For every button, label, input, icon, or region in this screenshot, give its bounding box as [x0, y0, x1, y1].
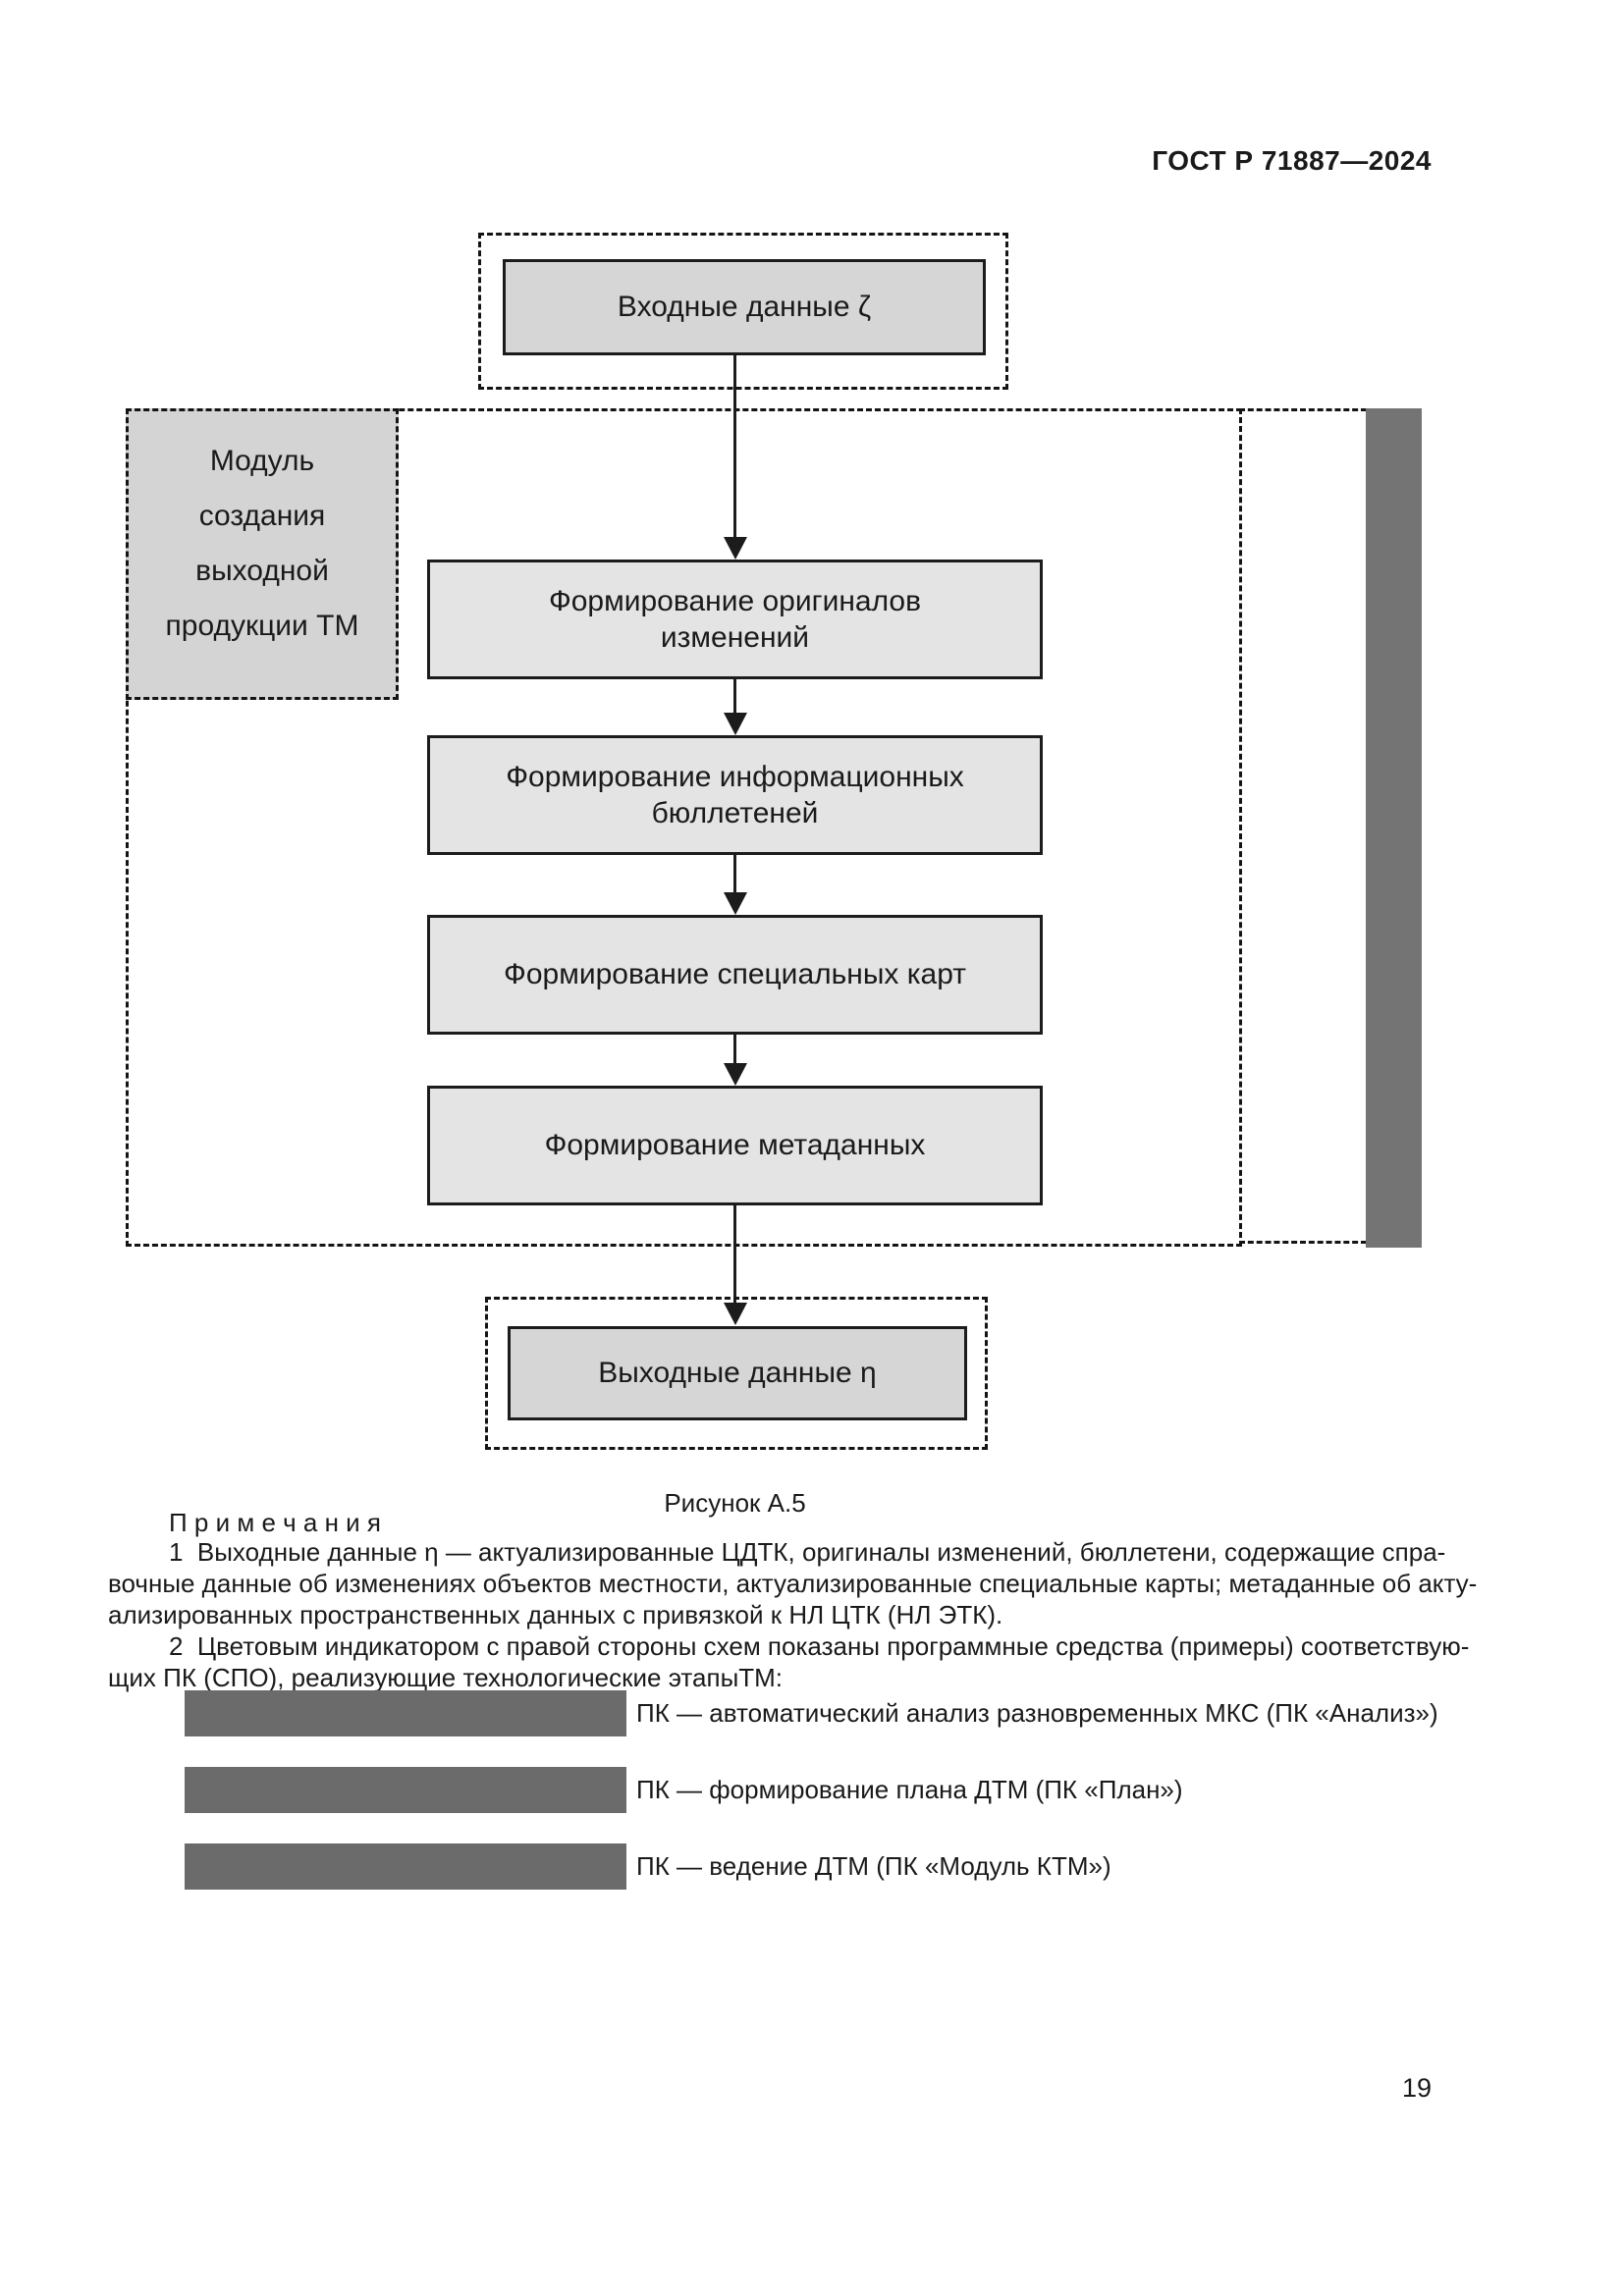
standard-header: ГОСТ Р 71887—2024 — [1152, 145, 1432, 176]
input-data-dashed-frame: Входные данные ζ — [478, 233, 1008, 390]
flow-arrowhead-icon — [724, 892, 747, 915]
boundary-extension-top-line — [1239, 408, 1367, 411]
output-data-label: Выходные данные η — [598, 1357, 877, 1389]
flow-arrowhead-icon — [724, 1303, 747, 1325]
legend-item: ПК — автоматический анализ разновременны… — [185, 1690, 1438, 1736]
note-line: ализированных пространственных данных с … — [108, 1600, 1003, 1629]
boundary-extension-bottom-line — [1239, 1241, 1367, 1244]
legend-color-bar — [185, 1690, 626, 1736]
module-label-line: продукции ТМ — [165, 609, 359, 642]
note-line: 1 Выходные данные η — актуализированные … — [169, 1537, 1446, 1567]
page-number: 19 — [1401, 2073, 1432, 2103]
module-label-line: Модуль — [209, 444, 315, 477]
output-data-dashed-frame: Выходные данные η — [485, 1297, 988, 1450]
process-box-originals: Формирование оригиналов изменений — [427, 560, 1043, 679]
output-data-box: Выходные данные η — [508, 1326, 967, 1420]
flow-arrowhead-icon — [724, 537, 747, 560]
note-line: щих ПК (СПО), реализующие технологически… — [108, 1663, 784, 1692]
legend-item: ПК — ведение ДТМ (ПК «Модуль КТМ») — [185, 1843, 1111, 1890]
legend-color-bar — [185, 1767, 626, 1813]
notes-heading: П р и м е ч а н и я — [169, 1508, 381, 1537]
input-data-box: Входные данные ζ — [503, 259, 986, 355]
module-boundary-dashed-frame — [126, 408, 1242, 1247]
flow-arrow-line — [733, 1205, 736, 1304]
flow-arrowhead-icon — [724, 1063, 747, 1086]
process-box-metadata: Формирование метаданных — [427, 1086, 1043, 1205]
figure-caption: Рисунок А.5 — [664, 1488, 806, 1518]
module-label-line: создания — [198, 499, 326, 532]
note-line: вочные данные об изменениях объектов мес… — [108, 1569, 1478, 1598]
legend-color-bar — [185, 1843, 626, 1890]
process-box-bulletins: Формирование информационных бюллетеней — [427, 735, 1043, 855]
flow-arrow-line — [733, 355, 736, 539]
module-label-line: выходной — [195, 554, 329, 587]
legend-label: ПК — автоматический анализ разновременны… — [636, 1698, 1438, 1728]
legend-label: ПК — формирование плана ДТМ (ПК «План») — [636, 1775, 1183, 1804]
legend-label: ПК — ведение ДТМ (ПК «Модуль КТМ») — [636, 1851, 1111, 1881]
input-data-label: Входные данные ζ — [617, 291, 872, 323]
flow-arrow-line — [733, 855, 736, 893]
flow-arrowhead-icon — [724, 713, 747, 735]
flow-arrow-line — [733, 679, 736, 715]
note-line: 2 Цветовым индикатором с правой стороны … — [169, 1631, 1470, 1661]
legend-item: ПК — формирование плана ДТМ (ПК «План») — [185, 1767, 1183, 1813]
process-box-special-maps: Формирование специальных карт — [427, 915, 1043, 1035]
flow-arrow-line — [733, 1034, 736, 1064]
software-indicator-bar — [1366, 408, 1422, 1248]
module-label-box: Модуль создания выходной продукции ТМ — [126, 408, 399, 700]
